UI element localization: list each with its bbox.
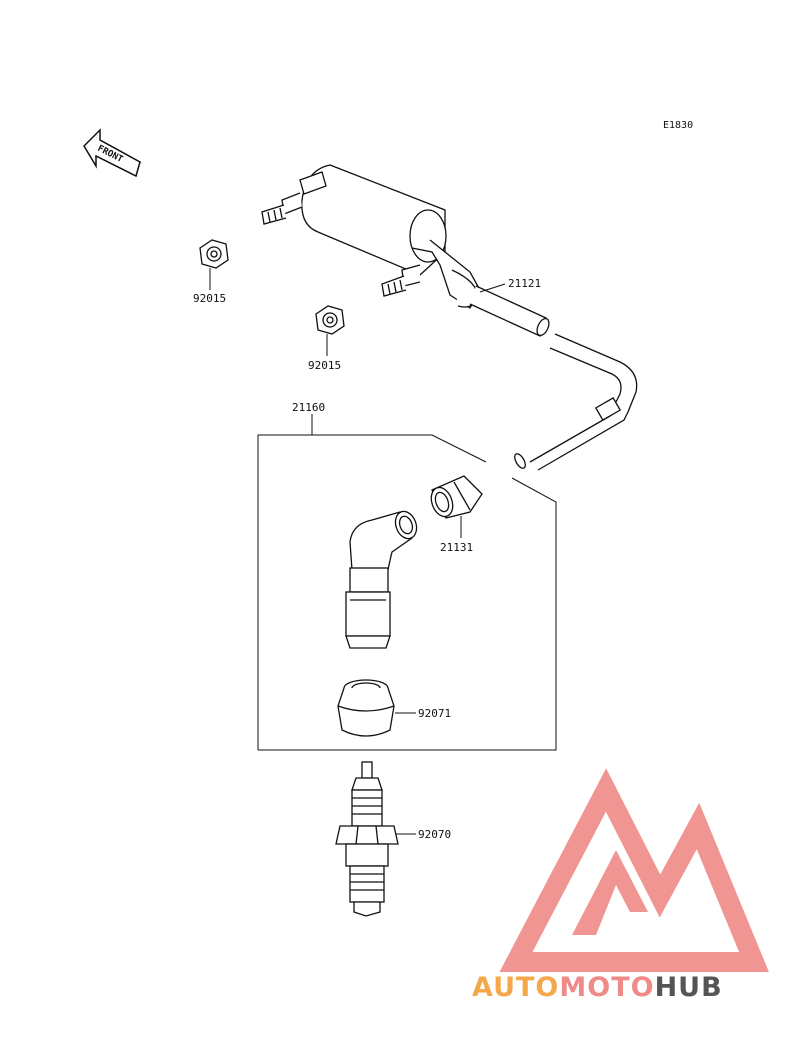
rubber-boot-drawing <box>337 679 395 737</box>
cable-drawing <box>514 333 638 471</box>
part-label-21160: 21160 <box>292 401 325 414</box>
watermark-moto: MOTO <box>559 972 654 1003</box>
part-label-21131: 21131 <box>440 541 473 554</box>
part-label-92015-lower: 92015 <box>308 359 341 372</box>
part-label-92070: 92070 <box>418 828 451 841</box>
watermark-auto: AUTO <box>472 972 559 1003</box>
watermark-hub: HUB <box>655 972 723 1003</box>
part-label-92071: 92071 <box>418 707 451 720</box>
watermark-text: AUTOMOTOHUB <box>472 972 723 1003</box>
part-label-21121: 21121 <box>508 277 541 290</box>
diagram-code: E1830 <box>663 120 693 131</box>
watermark-logo-icon <box>499 768 769 972</box>
cap-seal-drawing <box>430 475 483 519</box>
nut-lower-drawing <box>315 305 345 335</box>
assembly-bracket-right <box>258 477 557 751</box>
plug-cap-drawing <box>345 510 418 649</box>
leader-lines <box>209 268 506 835</box>
assembly-bracket <box>257 434 487 750</box>
part-label-92015-upper: 92015 <box>193 292 226 305</box>
ignition-coil-drawing <box>261 164 550 337</box>
front-arrow-icon: FRONT <box>83 128 143 178</box>
nut-upper-drawing <box>199 239 229 269</box>
spark-plug-drawing <box>335 761 399 917</box>
